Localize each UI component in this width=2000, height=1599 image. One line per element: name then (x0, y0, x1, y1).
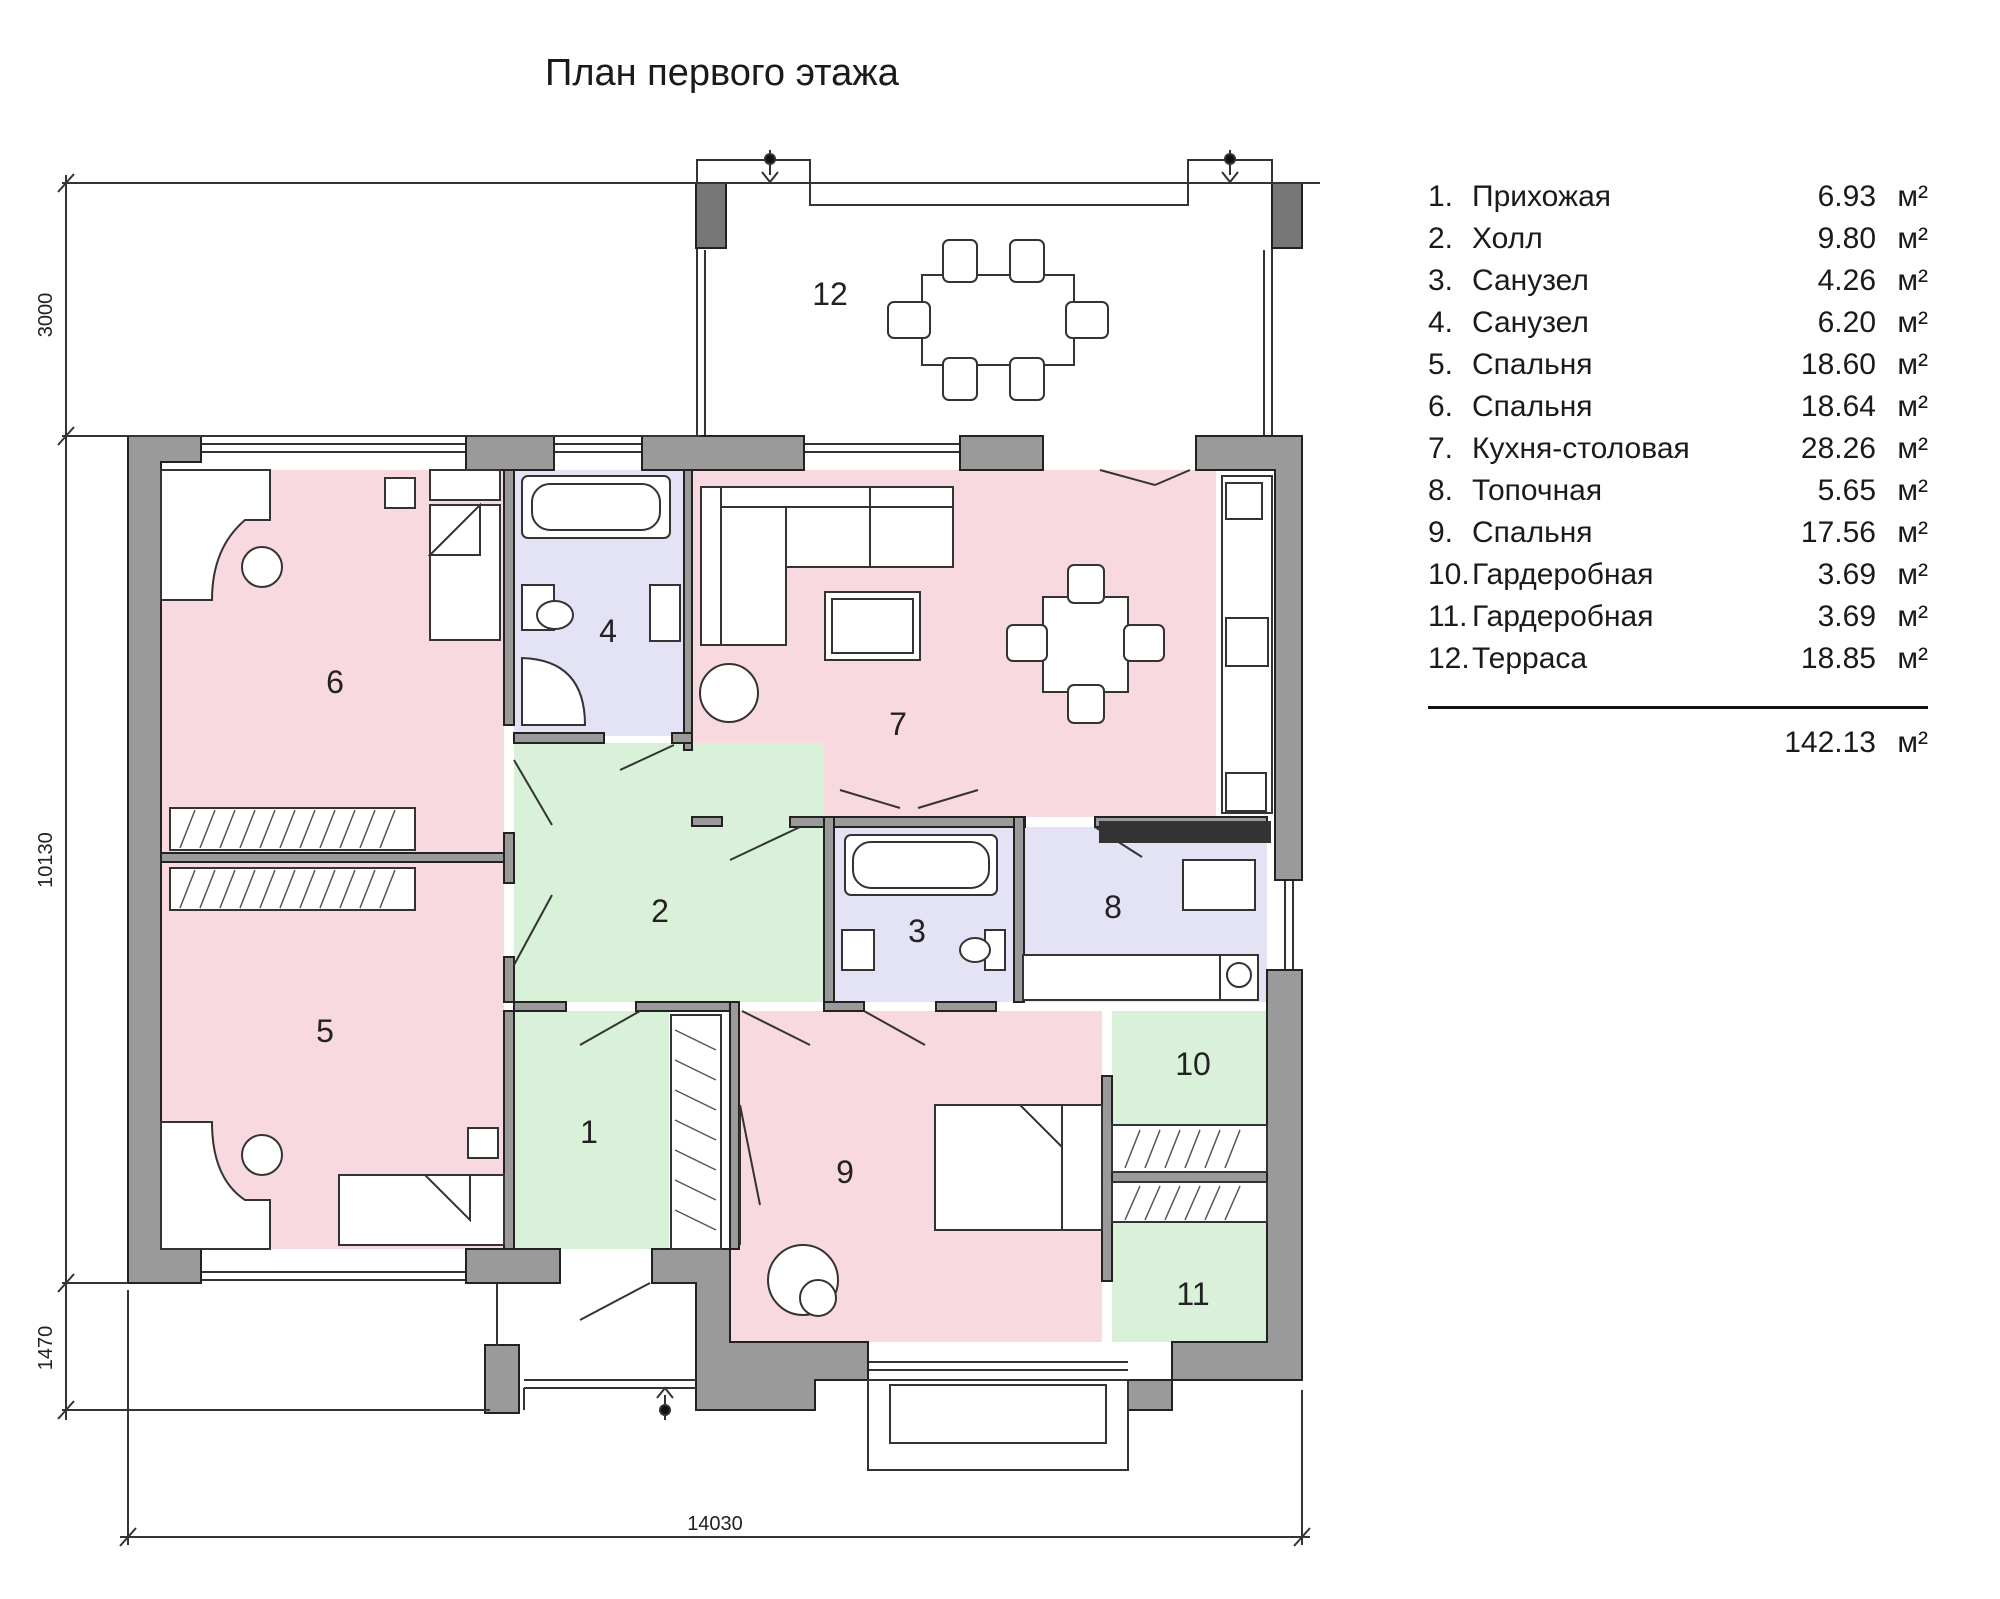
legend-total-unit: м² (1897, 726, 1928, 759)
legend-unit: м² (1897, 264, 1928, 297)
legend-unit: м² (1897, 558, 1928, 591)
legend-unit: м² (1897, 600, 1928, 633)
legend-area: 9.80 (1817, 222, 1876, 255)
legend-row-7: 7. Кухня-столовая 28.26 м² (1428, 432, 1928, 474)
room-label-12: 12 (812, 276, 848, 312)
legend-num: 1. (1428, 180, 1454, 213)
legend-row-10: 10.Гардеробная 3.69 м² (1428, 558, 1928, 600)
legend-unit: м² (1897, 432, 1928, 465)
dim-house-depth: 10130 (35, 832, 57, 888)
legend-num: 7. (1428, 432, 1454, 465)
legend-row-5: 5. Спальня 18.60 м² (1428, 348, 1928, 390)
legend-area: 17.56 (1800, 516, 1876, 549)
legend-unit: м² (1897, 180, 1928, 213)
legend-name: Гардеробная (1472, 558, 1654, 591)
legend-row-6: 6. Спальня 18.64 м² (1428, 390, 1928, 432)
room-label-6: 6 (326, 664, 344, 700)
legend-row-9: 9. Спальня 17.56 м² (1428, 516, 1928, 558)
legend-area: 6.20 (1817, 306, 1876, 339)
room-label-5: 5 (316, 1013, 334, 1049)
legend-unit: м² (1897, 348, 1928, 381)
furniture (160, 469, 1273, 1317)
room-label-3: 3 (908, 913, 926, 949)
legend-num: 2. (1428, 222, 1454, 255)
legend-divider (1428, 706, 1928, 709)
room-2-fill-b (690, 817, 824, 1002)
legend-name: Кухня-столовая (1472, 432, 1690, 465)
legend-num: 10. (1428, 558, 1470, 591)
legend-unit: м² (1897, 474, 1928, 507)
legend-name: Прихожая (1472, 180, 1612, 213)
room-label-7: 7 (889, 706, 907, 742)
legend-area: 28.26 (1800, 432, 1876, 465)
legend-num: 12. (1428, 642, 1470, 675)
legend-unit: м² (1897, 222, 1928, 255)
legend-unit: м² (1897, 642, 1928, 675)
legend-area: 6.93 (1817, 180, 1876, 213)
legend-num: 8. (1428, 474, 1454, 507)
dimension-texts: 3000 10130 1470 14030 (35, 293, 743, 1535)
legend-name: Санузел (1472, 264, 1589, 297)
terrace-pillar-right (1271, 182, 1303, 249)
dim-porch-depth: 1470 (35, 1326, 57, 1371)
room-labels: 1 2 3 4 5 6 7 8 9 10 11 12 (316, 276, 1211, 1312)
legend-name: Гардеробная (1472, 600, 1654, 633)
legend-total-area: 142.13 (1784, 726, 1876, 759)
plan-title: План первого этажа (545, 52, 899, 94)
dim-total-width: 14030 (687, 1513, 743, 1535)
legend-row-11: 11.Гардеробная 3.69 м² (1428, 600, 1928, 642)
legend-row-1: 1. Прихожая 6.93 м² (1428, 180, 1928, 222)
legend-row-2: 2. Холл 9.80 м² (1428, 222, 1928, 264)
room-label-9: 9 (836, 1154, 854, 1190)
legend-num: 3. (1428, 264, 1454, 297)
legend-row-12: 12.Терраса 18.85 м² (1428, 642, 1928, 684)
legend-name: Спальня (1472, 348, 1593, 381)
room-label-8: 8 (1104, 889, 1122, 925)
room-label-2: 2 (651, 893, 669, 929)
doors (513, 469, 1191, 1321)
room-1-fill (514, 1011, 669, 1249)
legend-area: 18.60 (1800, 348, 1876, 381)
terrace (696, 150, 1273, 440)
legend-name: Терраса (1472, 642, 1588, 675)
legend-name: Холл (1472, 222, 1543, 255)
room-label-4: 4 (599, 613, 617, 649)
legend-name: Санузел (1472, 306, 1589, 339)
legend-unit: м² (1897, 516, 1928, 549)
legend-name: Спальня (1472, 390, 1593, 423)
wardrobe-hatching (179, 809, 1241, 1231)
legend-unit: м² (1897, 390, 1928, 423)
dimension-lines (57, 173, 1320, 1547)
legend-area: 4.26 (1817, 264, 1876, 297)
legend-area: 3.69 (1817, 558, 1876, 591)
legend-num: 9. (1428, 516, 1454, 549)
legend-name: Топочная (1472, 474, 1603, 507)
legend-row-3: 3. Санузел 4.26 м² (1428, 264, 1928, 306)
legend-num: 6. (1428, 390, 1454, 423)
terrace-dining-table (887, 239, 1109, 401)
legend-num: 5. (1428, 348, 1454, 381)
room-label-1: 1 (580, 1114, 598, 1150)
legend-area: 18.85 (1800, 642, 1876, 675)
room-label-10: 10 (1175, 1046, 1211, 1082)
legend-row-8: 8. Топочная 5.65 м² (1428, 474, 1928, 516)
legend-area: 18.64 (1800, 390, 1876, 423)
terrace-pillar-left (695, 182, 727, 249)
legend-row-4: 4. Санузел 6.20 м² (1428, 306, 1928, 348)
legend-area: 3.69 (1817, 600, 1876, 633)
legend-num: 4. (1428, 306, 1454, 339)
legend-unit: м² (1897, 306, 1928, 339)
porch (496, 1283, 1129, 1471)
dim-terrace-depth: 3000 (35, 293, 57, 338)
windows (201, 443, 1294, 1371)
room-label-11: 11 (1176, 1276, 1209, 1312)
legend-num: 11. (1428, 600, 1468, 633)
legend-name: Спальня (1472, 516, 1593, 549)
legend-area: 5.65 (1817, 474, 1876, 507)
